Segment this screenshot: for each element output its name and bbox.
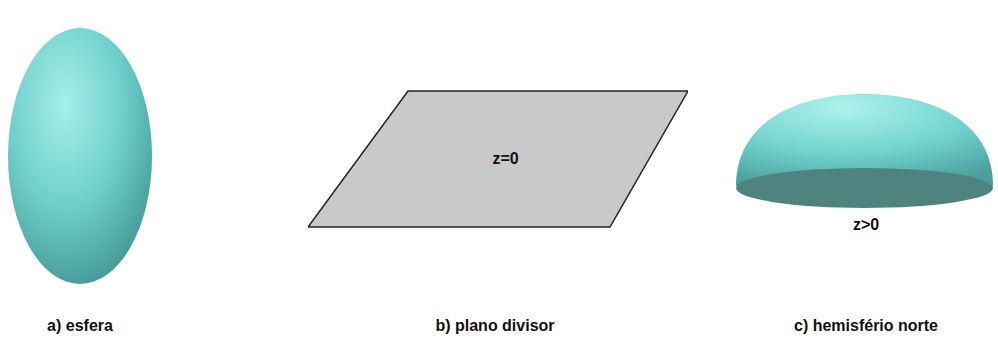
figure-caption: a) esfera (47, 317, 113, 335)
dividing-plane: z=0 (308, 90, 688, 228)
sphere (8, 28, 152, 284)
figure-caption: b) plano divisor (435, 317, 554, 335)
plane-equation: z=0 (492, 150, 518, 168)
hemisphere (736, 94, 993, 208)
region-label: z>0 (853, 216, 879, 234)
figure-caption: c) hemisfério norte (794, 317, 938, 335)
